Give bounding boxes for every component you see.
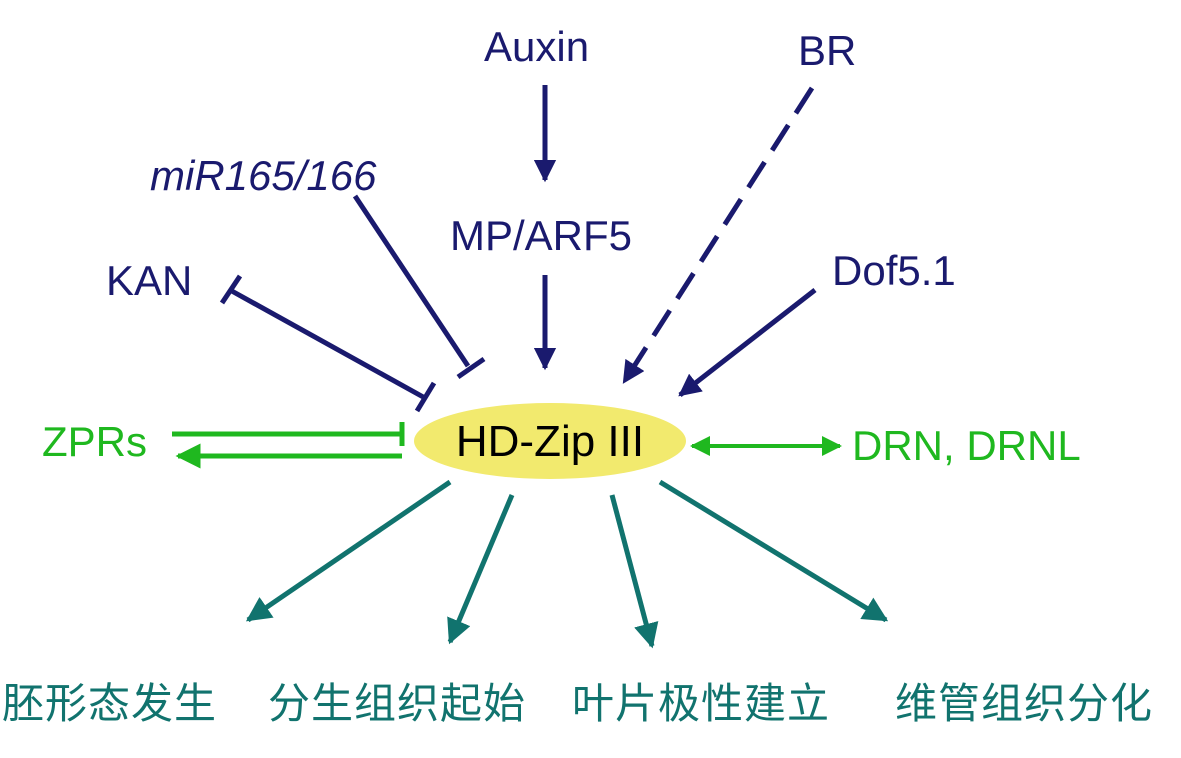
meristem-initiation-label: 分生组织起始 [268,679,527,728]
kan-label: KAN [106,257,193,304]
br-to-hdzip-dashed-arrow [621,86,815,384]
hdzip-to-meristem-arrow [447,494,515,645]
embryogenesis-label: 胚形态发生 [2,679,218,728]
mir-inhibits-hdzip [352,194,486,380]
hdzip-to-embryogenesis-arrow [245,479,452,623]
zprs-label: ZPRs [42,418,147,465]
leaf-polarity-label: 叶片极性建立 [572,679,831,728]
vascular-differentiation-label: 维管组织分化 [895,679,1154,728]
mir165-166-label: miR165/166 [150,152,377,199]
hd-zip-iii-label: HD-Zip III [455,417,645,466]
hd-zip-iii-node [414,403,686,479]
hdzip-to-vascular-arrow [658,479,889,623]
kan-inhibits-hdzip [219,274,437,413]
auxin-label: Auxin [484,23,590,70]
br-label: BR [798,27,857,74]
mp-arf5-label: MP/ARF5 [450,212,633,259]
hdzip-to-leaf-polarity-arrow [609,494,659,649]
drn-drnl-label: DRN, DRNL [852,422,1081,469]
zprs-inhibits-hdzip [172,422,405,446]
dof5-1-label: Dof5.1 [832,247,956,294]
dof-to-hdzip-arrow [678,288,817,397]
